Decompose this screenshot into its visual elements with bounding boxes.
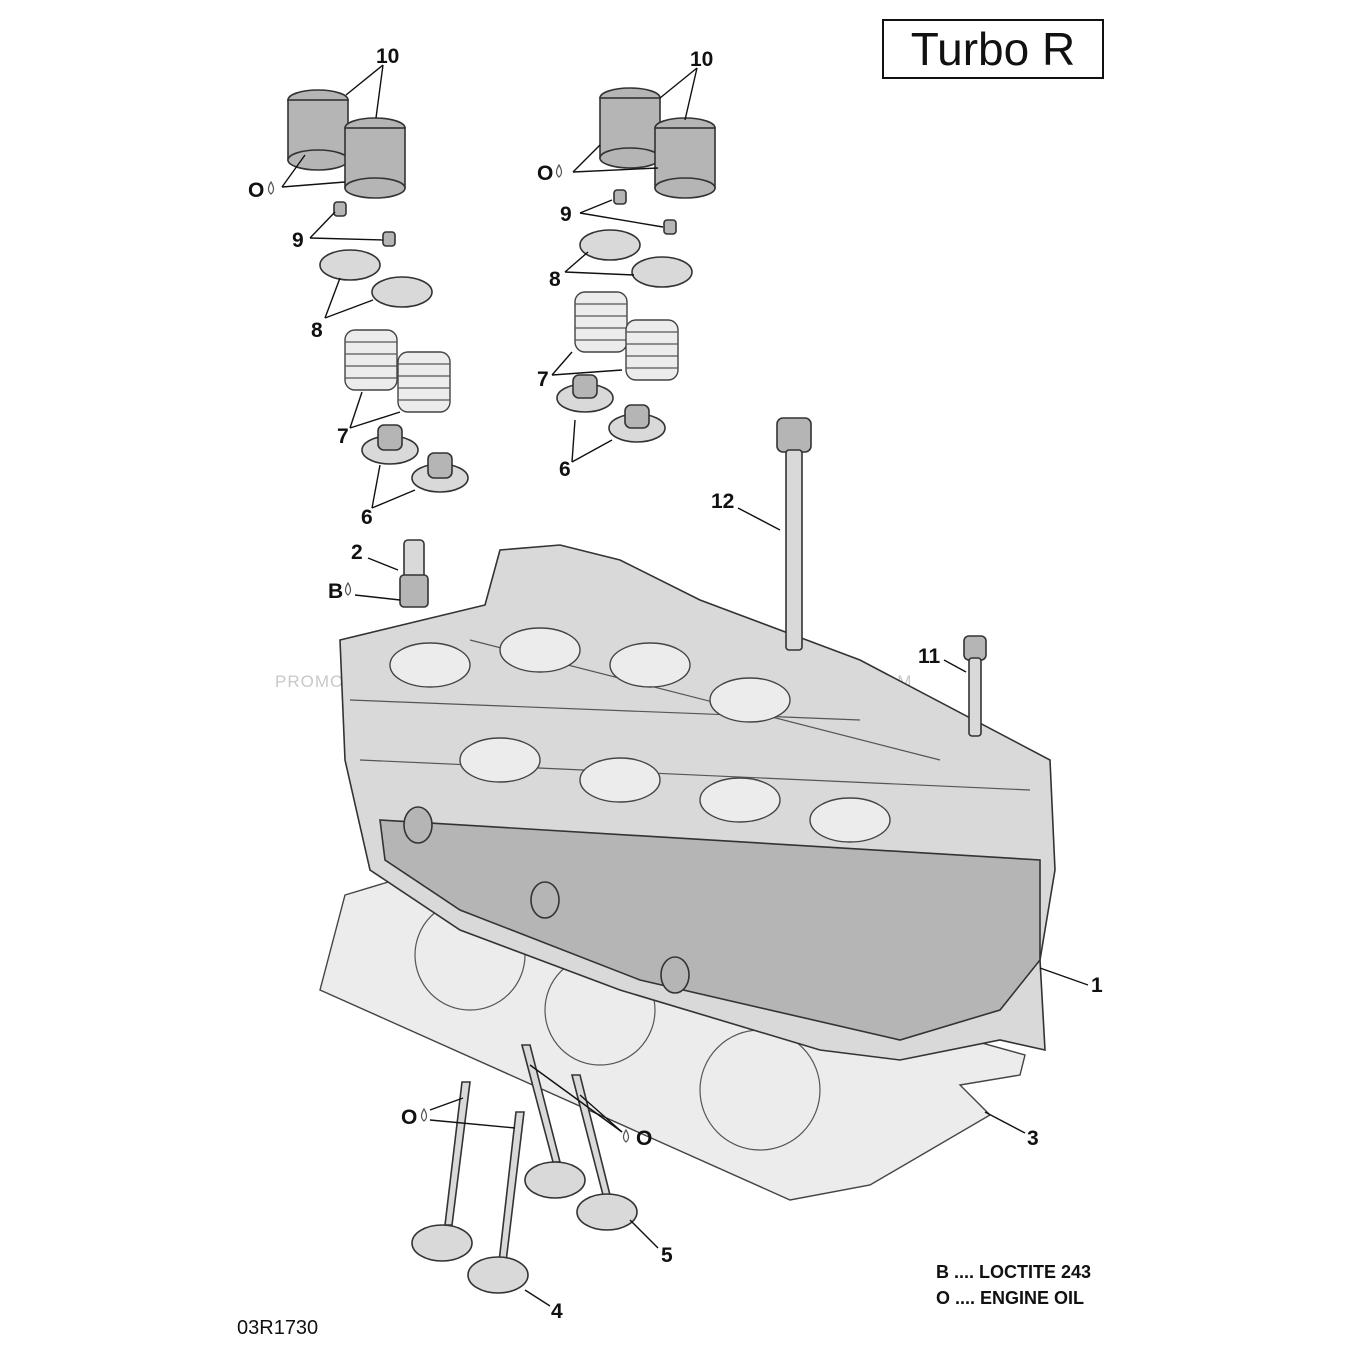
diagram-title: Turbo R (882, 19, 1104, 79)
fluid-drop-icons (267, 163, 630, 1143)
spring-retainers (319, 229, 693, 308)
callout-3: 3 (1027, 1127, 1039, 1150)
screw (963, 635, 987, 737)
callout-labels: 10 10 O O 9 9 8 8 7 7 6 6 2 B 12 11 1 3 … (248, 45, 1103, 1323)
valve-cotters (333, 189, 677, 247)
callout-loctite: B (328, 580, 343, 603)
exhaust-valves (520, 1044, 638, 1231)
stud (399, 539, 429, 608)
legend-loctite: B .... LOCTITE 243 (936, 1262, 1092, 1282)
callout-7: 7 (337, 425, 349, 448)
oil-drop-icon (267, 180, 275, 195)
oil-drop-icon (622, 1128, 630, 1143)
callout-10: 10 (690, 48, 713, 71)
callout-oil: O (248, 179, 264, 202)
callout-4: 4 (551, 1300, 563, 1323)
callout-6: 6 (559, 458, 571, 481)
callout-9: 9 (292, 229, 304, 252)
callout-11: 11 (918, 645, 941, 668)
callout-12: 12 (711, 490, 734, 513)
callout-1: 1 (1091, 974, 1103, 997)
leader-lines (281, 64, 1089, 1307)
oil-drop-icon (420, 1107, 428, 1122)
callout-9: 9 (560, 203, 572, 226)
callout-5: 5 (661, 1244, 673, 1267)
figure-code: 03R1730 (237, 1317, 319, 1339)
loctite-drop-icon (344, 581, 352, 596)
legend-engine-oil: O .... ENGINE OIL (936, 1288, 1085, 1308)
callout-6: 6 (361, 506, 373, 529)
callout-10: 10 (376, 45, 399, 68)
oil-drop-icon (555, 163, 563, 178)
callout-oil: O (636, 1127, 652, 1150)
callout-2: 2 (351, 541, 363, 564)
cylinder-head-screw (776, 417, 812, 651)
valve-tappets-right (599, 87, 716, 199)
valve-springs (344, 291, 679, 413)
callout-oil: O (401, 1106, 417, 1129)
cylinder-head (339, 544, 1056, 1061)
callout-7: 7 (537, 368, 549, 391)
valve-tappets-left (287, 89, 406, 199)
callout-8: 8 (311, 319, 323, 342)
callout-oil: O (537, 162, 553, 185)
callout-8: 8 (549, 268, 561, 291)
valve-stem-seals (361, 374, 666, 493)
intake-valves (411, 1081, 529, 1294)
